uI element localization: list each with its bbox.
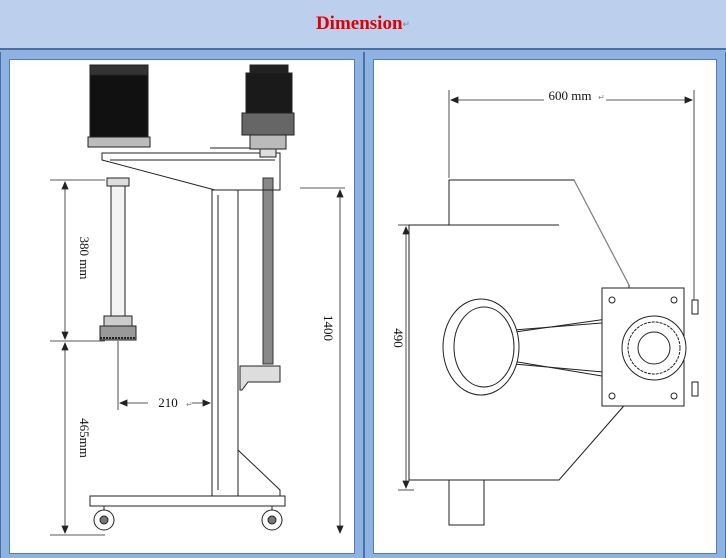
dim-label-210: 210: [158, 395, 178, 410]
tank-inner: [453, 306, 515, 388]
page-title: Dimension: [315, 13, 403, 34]
left-motor: [89, 74, 149, 138]
right-motor-cap: [249, 64, 289, 74]
left-motor-cap: [89, 64, 149, 76]
dim-label-600-bg: [544, 88, 606, 104]
right-gearbox: [241, 112, 295, 136]
shaft-coupling: [103, 315, 133, 327]
brace: [237, 448, 281, 497]
lead-screw: [262, 177, 274, 365]
dim-label-490: 490: [391, 328, 406, 348]
right-motor: [245, 72, 293, 114]
return-mark-icon: ↵: [402, 18, 411, 29]
left-shaft: [110, 185, 126, 317]
dim-label-380: 380 mm: [77, 237, 92, 280]
top-view-panel: 600 mm ↵ 490: [364, 52, 726, 558]
shaft-collar: [106, 177, 130, 187]
return-mark-icon: ↵: [598, 93, 605, 102]
dispersing-head: [99, 325, 137, 341]
dim-label-465: 465mm: [77, 418, 92, 458]
dim-label-210-bg: [148, 393, 192, 411]
left-motor-flange: [87, 136, 151, 148]
title-bar: Dimension ↵: [0, 0, 726, 50]
slider-bracket: [239, 365, 281, 391]
column: [211, 189, 239, 497]
return-mark-icon: ↵: [186, 400, 193, 409]
side-view-drawing: 380 mm 465mm 1400 210 ↵: [50, 64, 345, 536]
base-plate: [89, 495, 286, 507]
crossbeam: [101, 152, 281, 191]
right-gear-housing: [249, 134, 287, 150]
side-view-frame: 380 mm 465mm 1400 210 ↵: [9, 59, 355, 554]
dim-label-1400: 1400: [321, 315, 336, 341]
side-view-panel: 380 mm 465mm 1400 210 ↵: [0, 52, 364, 558]
top-view-drawing: 600 mm ↵ 490: [391, 88, 699, 526]
top-view-frame: 600 mm ↵ 490: [373, 59, 717, 554]
right-coupler: [259, 148, 277, 158]
dim-label-600: 600 mm: [549, 88, 592, 103]
